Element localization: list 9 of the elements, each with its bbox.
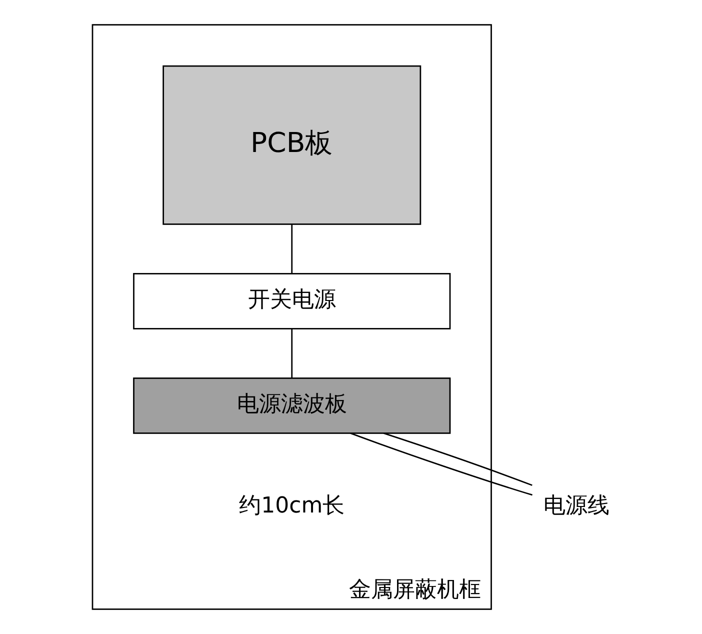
node-box: 开关电源 bbox=[133, 273, 451, 330]
node-box: 电源滤波板 bbox=[133, 378, 451, 434]
node-box: PCB板 bbox=[162, 65, 422, 225]
connector bbox=[350, 432, 532, 496]
node-text: 电源线 bbox=[544, 494, 610, 519]
connector bbox=[291, 328, 293, 378]
connector bbox=[291, 224, 293, 274]
connector bbox=[383, 432, 532, 486]
label: 约10cm长 bbox=[239, 494, 345, 519]
